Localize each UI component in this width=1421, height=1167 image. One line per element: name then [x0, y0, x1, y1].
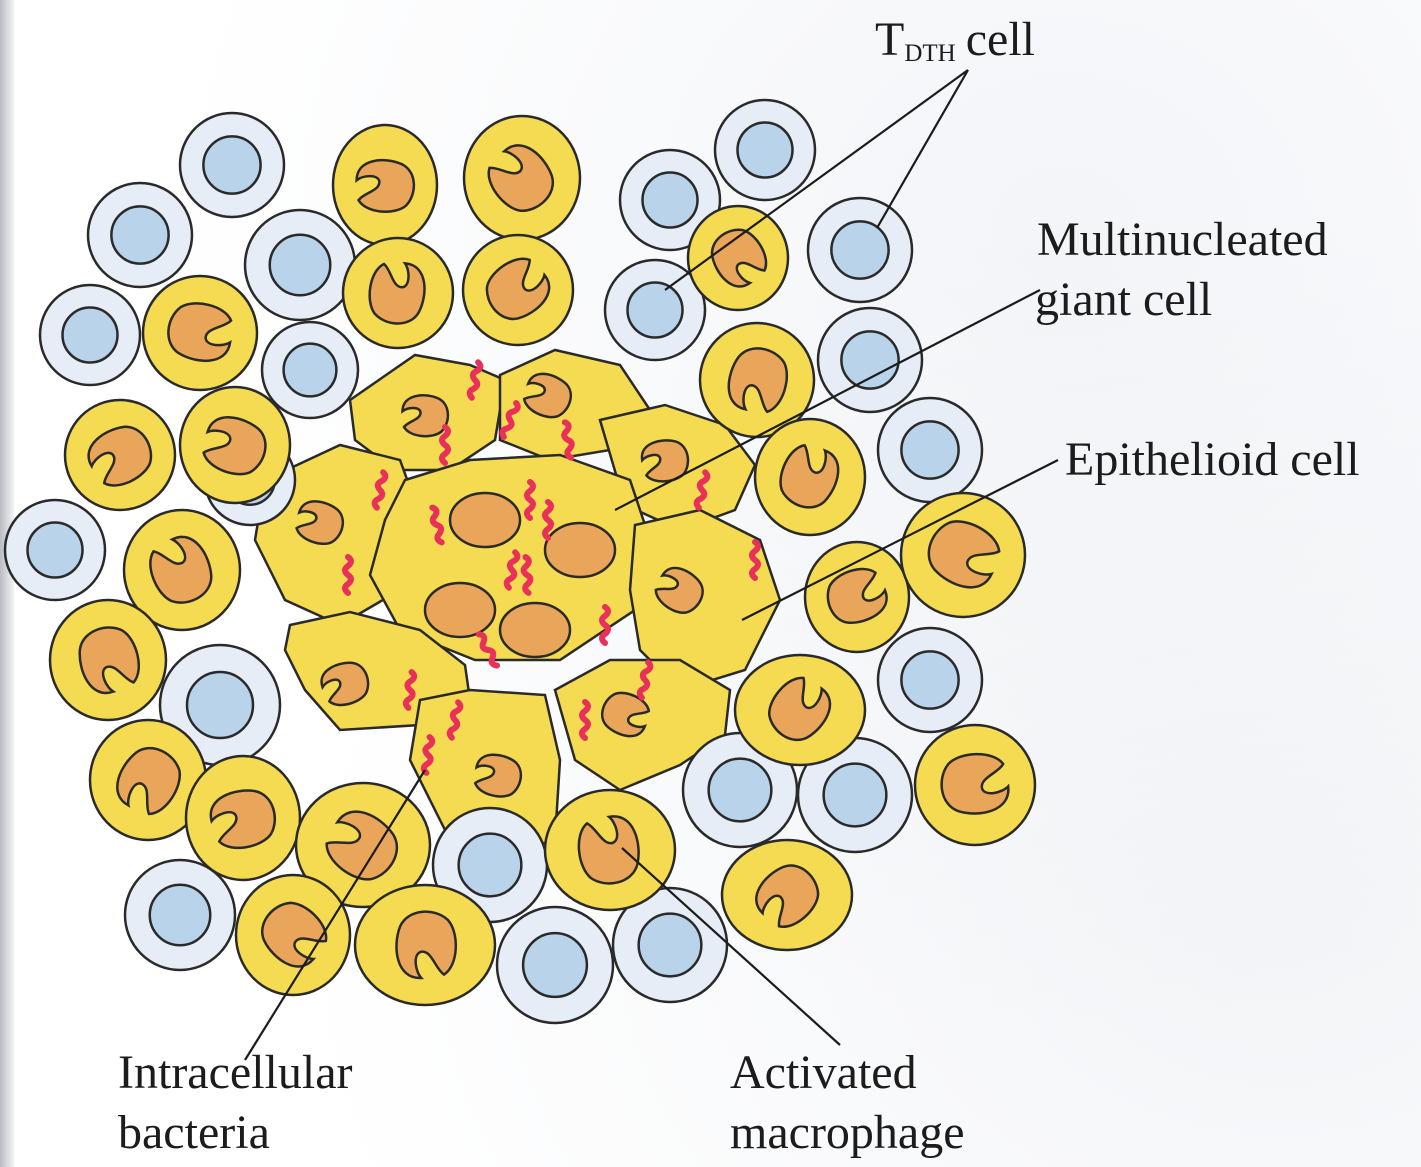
label-epithelioid-cell: Epithelioid cell	[1065, 432, 1360, 488]
label-multinucleated-1: Multinucleated	[1037, 212, 1328, 268]
activated-macrophage	[343, 238, 453, 348]
t-dth-cell	[715, 100, 815, 200]
giant-cell-nucleus	[545, 523, 615, 577]
t-dth-cell	[808, 198, 912, 302]
t-dth-cell	[878, 628, 982, 732]
t-dth-cell	[88, 183, 192, 287]
activated-macrophage	[186, 756, 300, 880]
activated-macrophage	[50, 600, 166, 720]
t-dth-cell	[245, 210, 355, 320]
t-dth-cell	[497, 907, 613, 1023]
label-multinucleated-2: giant cell	[1035, 272, 1212, 328]
giant-cell-nucleus	[500, 603, 570, 657]
activated-macrophage	[915, 725, 1035, 845]
t-dth-cell	[262, 322, 358, 418]
label-activated-1: Activated	[730, 1045, 917, 1101]
label-intracellular-1: Intracellular	[118, 1045, 353, 1101]
activated-macrophage	[355, 885, 495, 1005]
activated-macrophage	[464, 116, 580, 240]
activated-macrophage	[463, 235, 573, 345]
activated-macrophage	[735, 655, 865, 765]
label-activated-2: macrophage	[730, 1105, 965, 1161]
activated-macrophage	[545, 790, 675, 910]
t-dth-cell	[878, 398, 982, 502]
activated-macrophage	[722, 840, 852, 950]
label-tdth-subscript: DTH	[904, 40, 955, 67]
leader-tdth-2	[877, 70, 968, 228]
label-tdth-suffix: cell	[966, 13, 1035, 66]
label-intracellular-2: bacteria	[118, 1105, 270, 1161]
t-dth-cell	[125, 860, 235, 970]
activated-macrophage	[901, 493, 1025, 617]
label-tdth-main: T	[875, 13, 904, 66]
giant-cell-nucleus	[450, 493, 520, 547]
activated-macrophage	[688, 206, 788, 310]
activated-macrophage	[333, 125, 437, 245]
t-dth-cell	[180, 113, 284, 217]
activated-macrophage	[805, 542, 909, 652]
activated-macrophage	[143, 276, 257, 390]
label-tdth-cell: TDTH cell	[875, 12, 1035, 82]
activated-macrophage	[180, 387, 290, 503]
t-dth-cell	[40, 285, 140, 385]
activated-macrophage	[755, 419, 865, 535]
activated-macrophage	[236, 875, 350, 995]
giant-cell-nucleus	[425, 583, 495, 637]
activated-macrophage	[65, 400, 175, 510]
t-dth-cell	[5, 500, 105, 600]
